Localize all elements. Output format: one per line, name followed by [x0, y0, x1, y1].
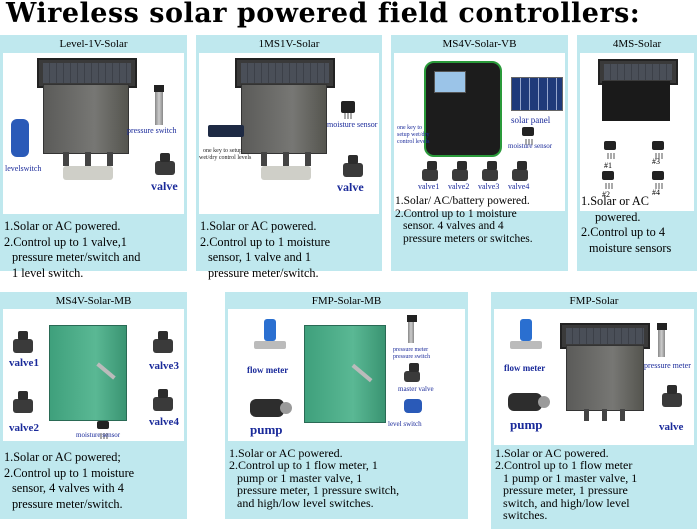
sensor-1-label: #1 [604, 161, 612, 170]
pump-label: pump [510, 417, 543, 432]
valve4-icon [153, 389, 173, 411]
product-description: 1.Solar or AC powered. 2.Control up to 1… [200, 219, 331, 280]
product-name: 1MS1V-Solar [258, 38, 320, 50]
valve1-label: valve1 [418, 182, 440, 191]
level-switch-icon [11, 119, 29, 157]
key-setup-label-3: control levels [397, 139, 430, 145]
key-setup-label: one key to setup [203, 148, 243, 154]
page-title: Wireless solar powered field controllers… [6, 0, 641, 29]
sensor-4-icon [652, 171, 664, 189]
controller-box-icon [49, 325, 127, 421]
card-fmp-solar: FMP-Solar flow meter pump pressure meter… [491, 292, 697, 529]
sensor-2-label: #2 [602, 190, 610, 199]
valve3-label: valve3 [149, 360, 179, 372]
product-description: 1.Solar or AC powered. 2.Control up to 1… [495, 446, 638, 523]
level-switch-label: level switch [388, 420, 422, 428]
product-photo: one key to setup wet/dry control levels … [199, 53, 379, 214]
pressure-switch-label: pressure switch [393, 354, 431, 360]
valve2-label: valve2 [9, 422, 39, 434]
product-name: 4MS-Solar [612, 38, 662, 50]
flow-meter-label: flow meter [247, 365, 289, 375]
product-name: MS4V-Solar-VB [442, 38, 517, 50]
product-photo: flow meter pump pressure meter valve [494, 309, 694, 445]
master-valve-label: master valve [398, 385, 434, 393]
valve2-label: valve2 [448, 182, 470, 191]
valve4-label: valve4 [508, 182, 530, 191]
sensor-1-icon [604, 141, 616, 159]
valve3-label: valve3 [478, 182, 500, 191]
moisture-sensor-icon [522, 127, 534, 145]
master-valve-icon [404, 363, 420, 382]
valve1-label: valve1 [9, 357, 39, 369]
sensor-3-label: #3 [652, 157, 660, 166]
key-setup-label: one key to [397, 125, 422, 131]
card-ms4v-solar-vb: MS4V-Solar-VB solar panel moisture senso… [391, 35, 568, 271]
product-description: 1.Solar or AC powered. 2.Control up to 1… [4, 219, 141, 280]
moisture-sensor-icon [341, 101, 355, 119]
flow-meter-icon [254, 319, 286, 349]
level-switch-label: levelswitch [5, 164, 42, 173]
card-fmp-solar-mb: FMP-Solar-MB flow meter pump pressure me… [225, 292, 468, 519]
valve4-icon [512, 161, 528, 181]
card-level-1v-solar: Level-1V-Solar levelswitch pressure swit… [0, 35, 187, 280]
controller-box-icon [304, 325, 386, 423]
sensor-3-icon [652, 141, 664, 159]
valve3-icon [482, 161, 498, 181]
flow-meter-icon [510, 319, 542, 349]
valve-icon [662, 385, 682, 407]
product-name: MS4V-Solar-MB [55, 295, 132, 307]
valve-label: valve [659, 421, 684, 433]
moisture-sensor-label: moisture sensor [508, 142, 553, 150]
product-photo: valve1 valve2 valve3 valve4 [3, 309, 184, 441]
valve2-icon [452, 161, 468, 181]
moisture-sensor-label: moisture sensor [327, 120, 378, 129]
sensor-2-icon [602, 171, 614, 189]
valve-icon [155, 153, 175, 175]
pressure-switch-icon [154, 85, 164, 125]
pump-icon [508, 393, 550, 411]
valve-icon [343, 155, 363, 177]
sensor-4-label: #4 [652, 188, 660, 197]
product-photo: #1 #3 #2 #4 [580, 53, 694, 211]
product-photo: solar panel moisture sensor one key to s… [394, 53, 565, 211]
valve-label: valve [151, 179, 178, 193]
level-switch-icon [404, 399, 422, 413]
valve2-icon [13, 391, 33, 413]
moisture-sensor-label: moisture sensor [76, 431, 121, 439]
key-setup-label-2: wet/dry control levels [199, 155, 252, 161]
valve1-icon [13, 331, 33, 353]
card-ms4v-solar-mb: MS4V-Solar-MB valve1 valve2 valve3 valve… [0, 292, 187, 519]
valve-label: valve [337, 180, 364, 194]
moisture-sensor-icon [97, 421, 109, 439]
product-photo: flow meter pump pressure meter pressure … [228, 309, 465, 441]
product-description: 1.Solar or AC powered. 2.Control up to 1… [229, 446, 400, 510]
card-1ms1v-solar: 1MS1V-Solar one key to setup wet/dry con… [196, 35, 382, 280]
product-name: FMP-Solar [569, 295, 619, 307]
pressure-meter-icon [407, 315, 417, 343]
solar-panel-icon [511, 77, 563, 111]
pump-label: pump [250, 422, 283, 437]
valve3-icon [153, 331, 173, 353]
pressure-meter-label: pressure meter [393, 347, 429, 353]
product-description: 1.Solar or AC powered. 2.Control up to 4… [581, 194, 672, 255]
product-photo: levelswitch pressure switch valve [3, 53, 184, 214]
product-name: Level-1V-Solar [59, 38, 128, 50]
product-description: 1.Solar or AC powered; 2.Control up to 1… [4, 450, 135, 511]
pump-icon [250, 399, 292, 417]
pressure-meter-label: pressure meter [644, 361, 691, 370]
solar-panel-label: solar panel [511, 115, 551, 125]
flow-meter-label: flow meter [504, 363, 546, 373]
product-name: FMP-Solar-MB [311, 295, 382, 307]
valve4-label: valve4 [149, 416, 179, 428]
valve1-icon [422, 161, 438, 181]
product-description: 1.Solar/ AC/battery powered. 2.Control u… [395, 195, 533, 245]
pressure-meter-icon [657, 323, 667, 357]
card-4ms-solar: 4MS-Solar #1 #3 #2 #4 1.Solar or AC powe… [577, 35, 697, 271]
keypad-icon [208, 125, 244, 137]
key-setup-label-2: setup wet/dry [397, 132, 430, 138]
pressure-switch-label: pressure switch [127, 126, 177, 135]
